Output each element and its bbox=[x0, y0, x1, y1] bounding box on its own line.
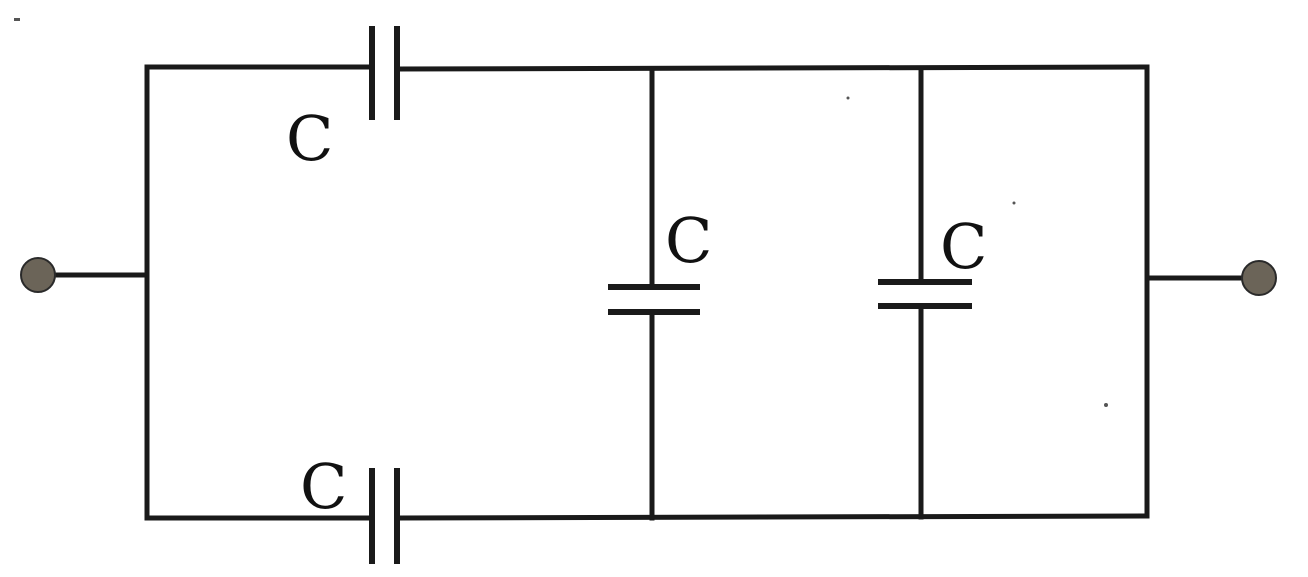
capacitor-middle-branch: C bbox=[608, 66, 712, 521]
capacitor-label-right: C bbox=[940, 210, 987, 283]
capacitor-bottom-left: C bbox=[300, 450, 400, 564]
left-terminal bbox=[20, 257, 56, 293]
capacitor-label-top-left: C bbox=[286, 102, 333, 175]
capacitor-right-branch: C bbox=[878, 65, 987, 520]
right-terminal-group bbox=[1144, 260, 1277, 296]
scan-speck bbox=[1012, 201, 1016, 205]
left-terminal-group bbox=[20, 257, 150, 293]
scan-speck bbox=[846, 96, 850, 100]
right-terminal bbox=[1241, 260, 1277, 296]
top-wire-right-segment bbox=[394, 64, 1150, 72]
capacitor-label-middle: C bbox=[665, 204, 712, 277]
capacitor-top-left: C bbox=[286, 26, 400, 175]
scan-speck bbox=[1104, 403, 1108, 407]
bottom-wire-right-segment bbox=[394, 513, 1150, 521]
scan-speck bbox=[14, 18, 20, 21]
capacitor-label-bottom-left: C bbox=[300, 450, 347, 523]
